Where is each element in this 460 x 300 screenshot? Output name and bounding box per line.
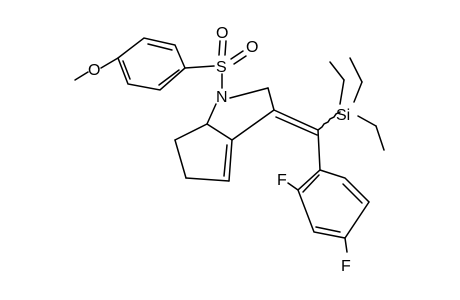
bond	[231, 109, 275, 141]
atom-labels: S O O O N Si F F	[88, 25, 351, 275]
bond	[218, 40, 221, 56]
fluorine-para-label: F	[341, 258, 351, 275]
bond	[229, 87, 269, 99]
bond	[329, 61, 345, 81]
bond	[147, 43, 173, 51]
bond	[349, 57, 363, 83]
sulfonyl-oxygen-right-label: O	[246, 39, 258, 56]
bond	[233, 55, 247, 65]
bond	[275, 116, 318, 136]
bond	[344, 237, 348, 253]
bond	[317, 129, 321, 171]
bond	[174, 139, 187, 179]
bond	[230, 50, 244, 60]
bond	[122, 60, 131, 80]
sulfur-atom-label: S	[216, 59, 227, 76]
wavy-bond	[317, 111, 341, 131]
bond	[184, 65, 215, 69]
bond	[342, 183, 363, 204]
bonds	[74, 37, 385, 253]
bond	[353, 81, 363, 103]
bond	[206, 103, 217, 125]
bond	[267, 87, 275, 111]
bond	[302, 174, 320, 193]
methoxy-oxygen-label: O	[88, 62, 100, 79]
bond	[223, 144, 228, 177]
bond	[375, 125, 385, 151]
bond	[206, 123, 233, 141]
silicon-atom-label: Si	[336, 107, 350, 124]
bond	[158, 69, 180, 86]
bond	[185, 177, 230, 182]
bond	[287, 182, 299, 191]
bond	[100, 57, 119, 69]
bond	[174, 123, 208, 141]
bond	[357, 115, 377, 127]
bond	[339, 79, 345, 105]
difluorophenyl-ring	[297, 169, 370, 239]
sulfonyl-oxygen-top-label: O	[216, 25, 228, 42]
nitrogen-atom-label: N	[216, 89, 228, 106]
bond	[224, 40, 227, 56]
methoxyphenyl-ring	[117, 37, 186, 91]
bond	[228, 139, 233, 182]
bond	[273, 109, 319, 131]
fluorine-ortho-label: F	[277, 172, 287, 189]
bond	[315, 226, 341, 233]
bond	[74, 71, 89, 81]
